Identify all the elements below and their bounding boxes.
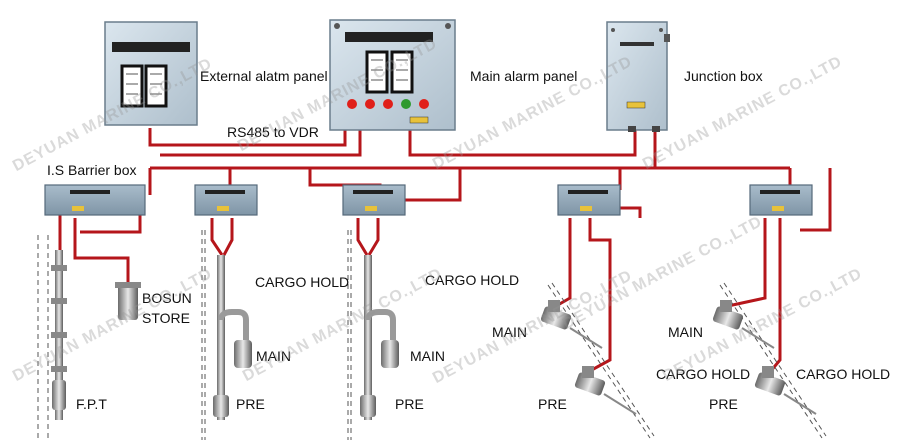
cable-hold4 xyxy=(727,218,767,308)
label-pre-2: PRE xyxy=(395,396,424,412)
label-pre-4: PRE xyxy=(709,396,738,412)
label-cargo-hold-4: CARGO HOLD xyxy=(796,366,891,382)
barrier-box-4 xyxy=(557,184,621,216)
cable-bosun-return xyxy=(80,215,142,234)
lamp-red-3 xyxy=(383,99,393,109)
hull-lines xyxy=(37,230,827,440)
label-store: STORE xyxy=(142,310,190,326)
cable-hold1 xyxy=(210,218,224,256)
lamp-red-1 xyxy=(347,99,357,109)
cable-main-to-bus xyxy=(160,128,362,157)
label-fpt: F.P.T xyxy=(76,396,107,412)
junction-box xyxy=(606,21,670,132)
barrier-box-3 xyxy=(342,184,406,216)
lamp-red-2 xyxy=(365,99,375,109)
label-external-alarm-panel: External alatm panel xyxy=(200,68,328,84)
label-junction-box: Junction box xyxy=(684,68,763,84)
sensor-cargo-hold-1 xyxy=(213,255,252,420)
label-barrier-box: I.S Barrier box xyxy=(47,162,137,178)
label-main-alarm-panel: Main alarm panel xyxy=(470,68,578,84)
sensor-fpt xyxy=(51,250,67,420)
label-cargo-hold-2: CARGO HOLD xyxy=(425,272,520,288)
label-main-1: MAIN xyxy=(256,348,291,364)
label-main-4: MAIN xyxy=(668,324,703,340)
barrier-box-2 xyxy=(194,184,258,216)
cable-main-to-junction xyxy=(408,128,637,157)
cable-hold2 xyxy=(356,218,369,256)
lamp-red-4 xyxy=(419,99,429,109)
label-pre-3: PRE xyxy=(538,396,567,412)
sensor-cargo-hold-3 xyxy=(540,300,637,415)
cable-external-to-main xyxy=(148,128,347,147)
barrier-box-5 xyxy=(749,184,813,216)
label-rs485: RS485 to VDR xyxy=(227,124,319,140)
label-cargo-hold-3: CARGO HOLD xyxy=(656,366,751,382)
label-pre-1: PRE xyxy=(236,396,265,412)
cable-network xyxy=(58,128,832,374)
cable-bosun xyxy=(73,218,130,285)
label-cargo-hold-1: CARGO HOLD xyxy=(255,274,350,290)
external-alarm-panel xyxy=(104,21,198,126)
label-main-2: MAIN xyxy=(410,348,445,364)
label-bosun: BOSUN xyxy=(142,290,192,306)
main-alarm-panel xyxy=(329,19,456,131)
label-main-3: MAIN xyxy=(492,324,527,340)
sensor-bosun-store xyxy=(115,282,141,320)
sensor-cargo-hold-2 xyxy=(360,255,399,420)
barrier-box-1 xyxy=(44,184,146,216)
lamp-green xyxy=(401,99,411,109)
sensor-cargo-hold-4 xyxy=(712,300,817,415)
